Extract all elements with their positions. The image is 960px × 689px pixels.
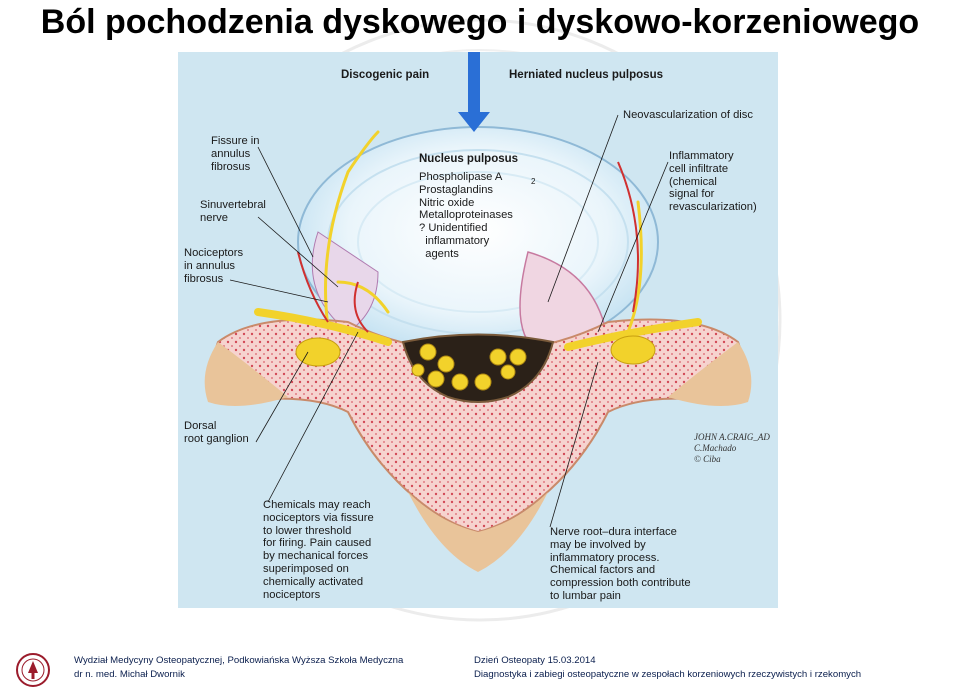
footer-topic: Diagnostyka i zabiegi osteopatyczne w ze… — [474, 668, 861, 682]
spine-cross-section-figure: Discogenic pain Herniated nucleus pulpos… — [178, 52, 778, 608]
label-herniated-nucleus: Herniated nucleus pulposus — [509, 69, 663, 82]
artist-signature: JOHN A.CRAIG_AD C.Machado © Ciba — [694, 432, 770, 465]
footer-event: Dzień Osteopaty 15.03.2014 — [474, 654, 596, 668]
label-nerve-root-dura: Nerve root–dura interface may be involve… — [550, 526, 691, 603]
label-chemicals: Chemicals may reach nociceptors via fiss… — [263, 499, 374, 601]
pressure-arrow-shaft — [468, 52, 480, 114]
footer-institution: Wydział Medycyny Osteopatycznej, Podkowi… — [74, 654, 403, 668]
footer-author: dr n. med. Michał Dwornik — [74, 668, 185, 682]
university-seal-icon — [14, 653, 52, 687]
label-neovascularization: Neovascularization of disc — [623, 109, 753, 122]
dorsal-root-ganglion-right — [611, 336, 655, 364]
label-subscript-2: 2 — [531, 176, 535, 189]
label-sinuvertebral-nerve: Sinuvertebral nerve — [200, 199, 266, 225]
label-fissure: Fissure in annulus fibrosus — [211, 135, 260, 173]
label-inflammatory-infiltrate: Inflammatory cell infiltrate (chemical s… — [669, 150, 757, 214]
label-nociceptors: Nociceptors in annulus fibrosus — [184, 247, 243, 285]
slide-title: Ból pochodzenia dyskowego i dyskowo-korz… — [0, 0, 960, 44]
label-dorsal-root-ganglion: Dorsal root ganglion — [184, 420, 249, 446]
label-discogenic-pain: Discogenic pain — [341, 69, 429, 82]
label-nucleus-pulposus: Nucleus pulposus — [419, 153, 518, 166]
label-nucleus-agents: Phospholipase A Prostaglandins Nitric ox… — [419, 171, 513, 261]
